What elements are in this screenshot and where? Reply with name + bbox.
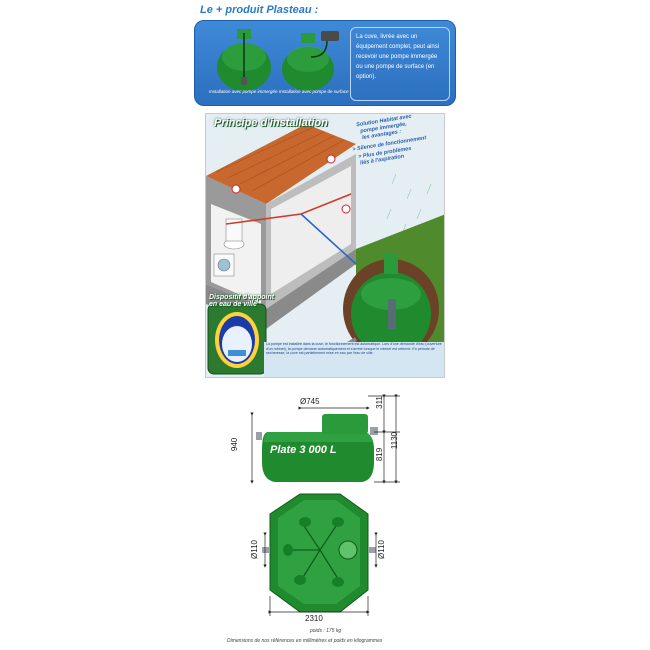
tank-immersed-pump-illustration <box>217 29 271 91</box>
pump-options-panel: Installation avec pompe immergée Install… <box>194 20 456 106</box>
dim-height-left: 940 <box>230 437 240 452</box>
dim-diameter-top: Ø745 <box>300 397 320 406</box>
weight-note: poids : 175 kg <box>310 628 342 634</box>
dim-width-bottom: 2310 <box>305 614 323 623</box>
installation-scene-illustration <box>206 114 444 377</box>
equipment-note: La cuve, livrée avec un équipement compl… <box>350 27 450 101</box>
headline-prefix: Le + produit <box>200 4 267 16</box>
caption-surface-pump: Installation avec pompe de surface <box>279 89 349 94</box>
headline-suffix: : <box>311 4 319 16</box>
city-water-device-label: Dispositif d'appoint en eau de ville <box>209 294 274 308</box>
tank-top-view <box>262 493 376 613</box>
product-label: Plate 3 000 L <box>270 444 337 456</box>
installation-poster: Principe d'installation Solution Habitat… <box>205 113 445 378</box>
device-label-line-1: Dispositif d'appoint <box>209 294 275 301</box>
dim-pipe-left: Ø110 <box>249 540 259 559</box>
device-label-line-2: en eau de ville <box>209 301 257 308</box>
units-footnote: Dimensions de nos références en millimèt… <box>227 638 383 644</box>
dim-pipe-right: Ø110 <box>376 540 386 559</box>
poster-explanation: La pompe est installée dans la cuve, le … <box>266 342 442 356</box>
headline-brand: Plasteau <box>266 4 312 16</box>
caption-immersed-pump: Installation avec pompe immergée <box>209 89 278 94</box>
tank-side-view <box>256 414 378 482</box>
dim-inner-right: 819 <box>375 447 385 462</box>
poster-title: Principe d'installation <box>214 117 328 129</box>
dim-outer-right: 1130 <box>390 431 400 450</box>
dim-top-right: 311 <box>374 396 384 409</box>
tank-surface-pump-illustration <box>282 31 339 91</box>
headline: Le + produit Plasteau : <box>200 4 318 16</box>
